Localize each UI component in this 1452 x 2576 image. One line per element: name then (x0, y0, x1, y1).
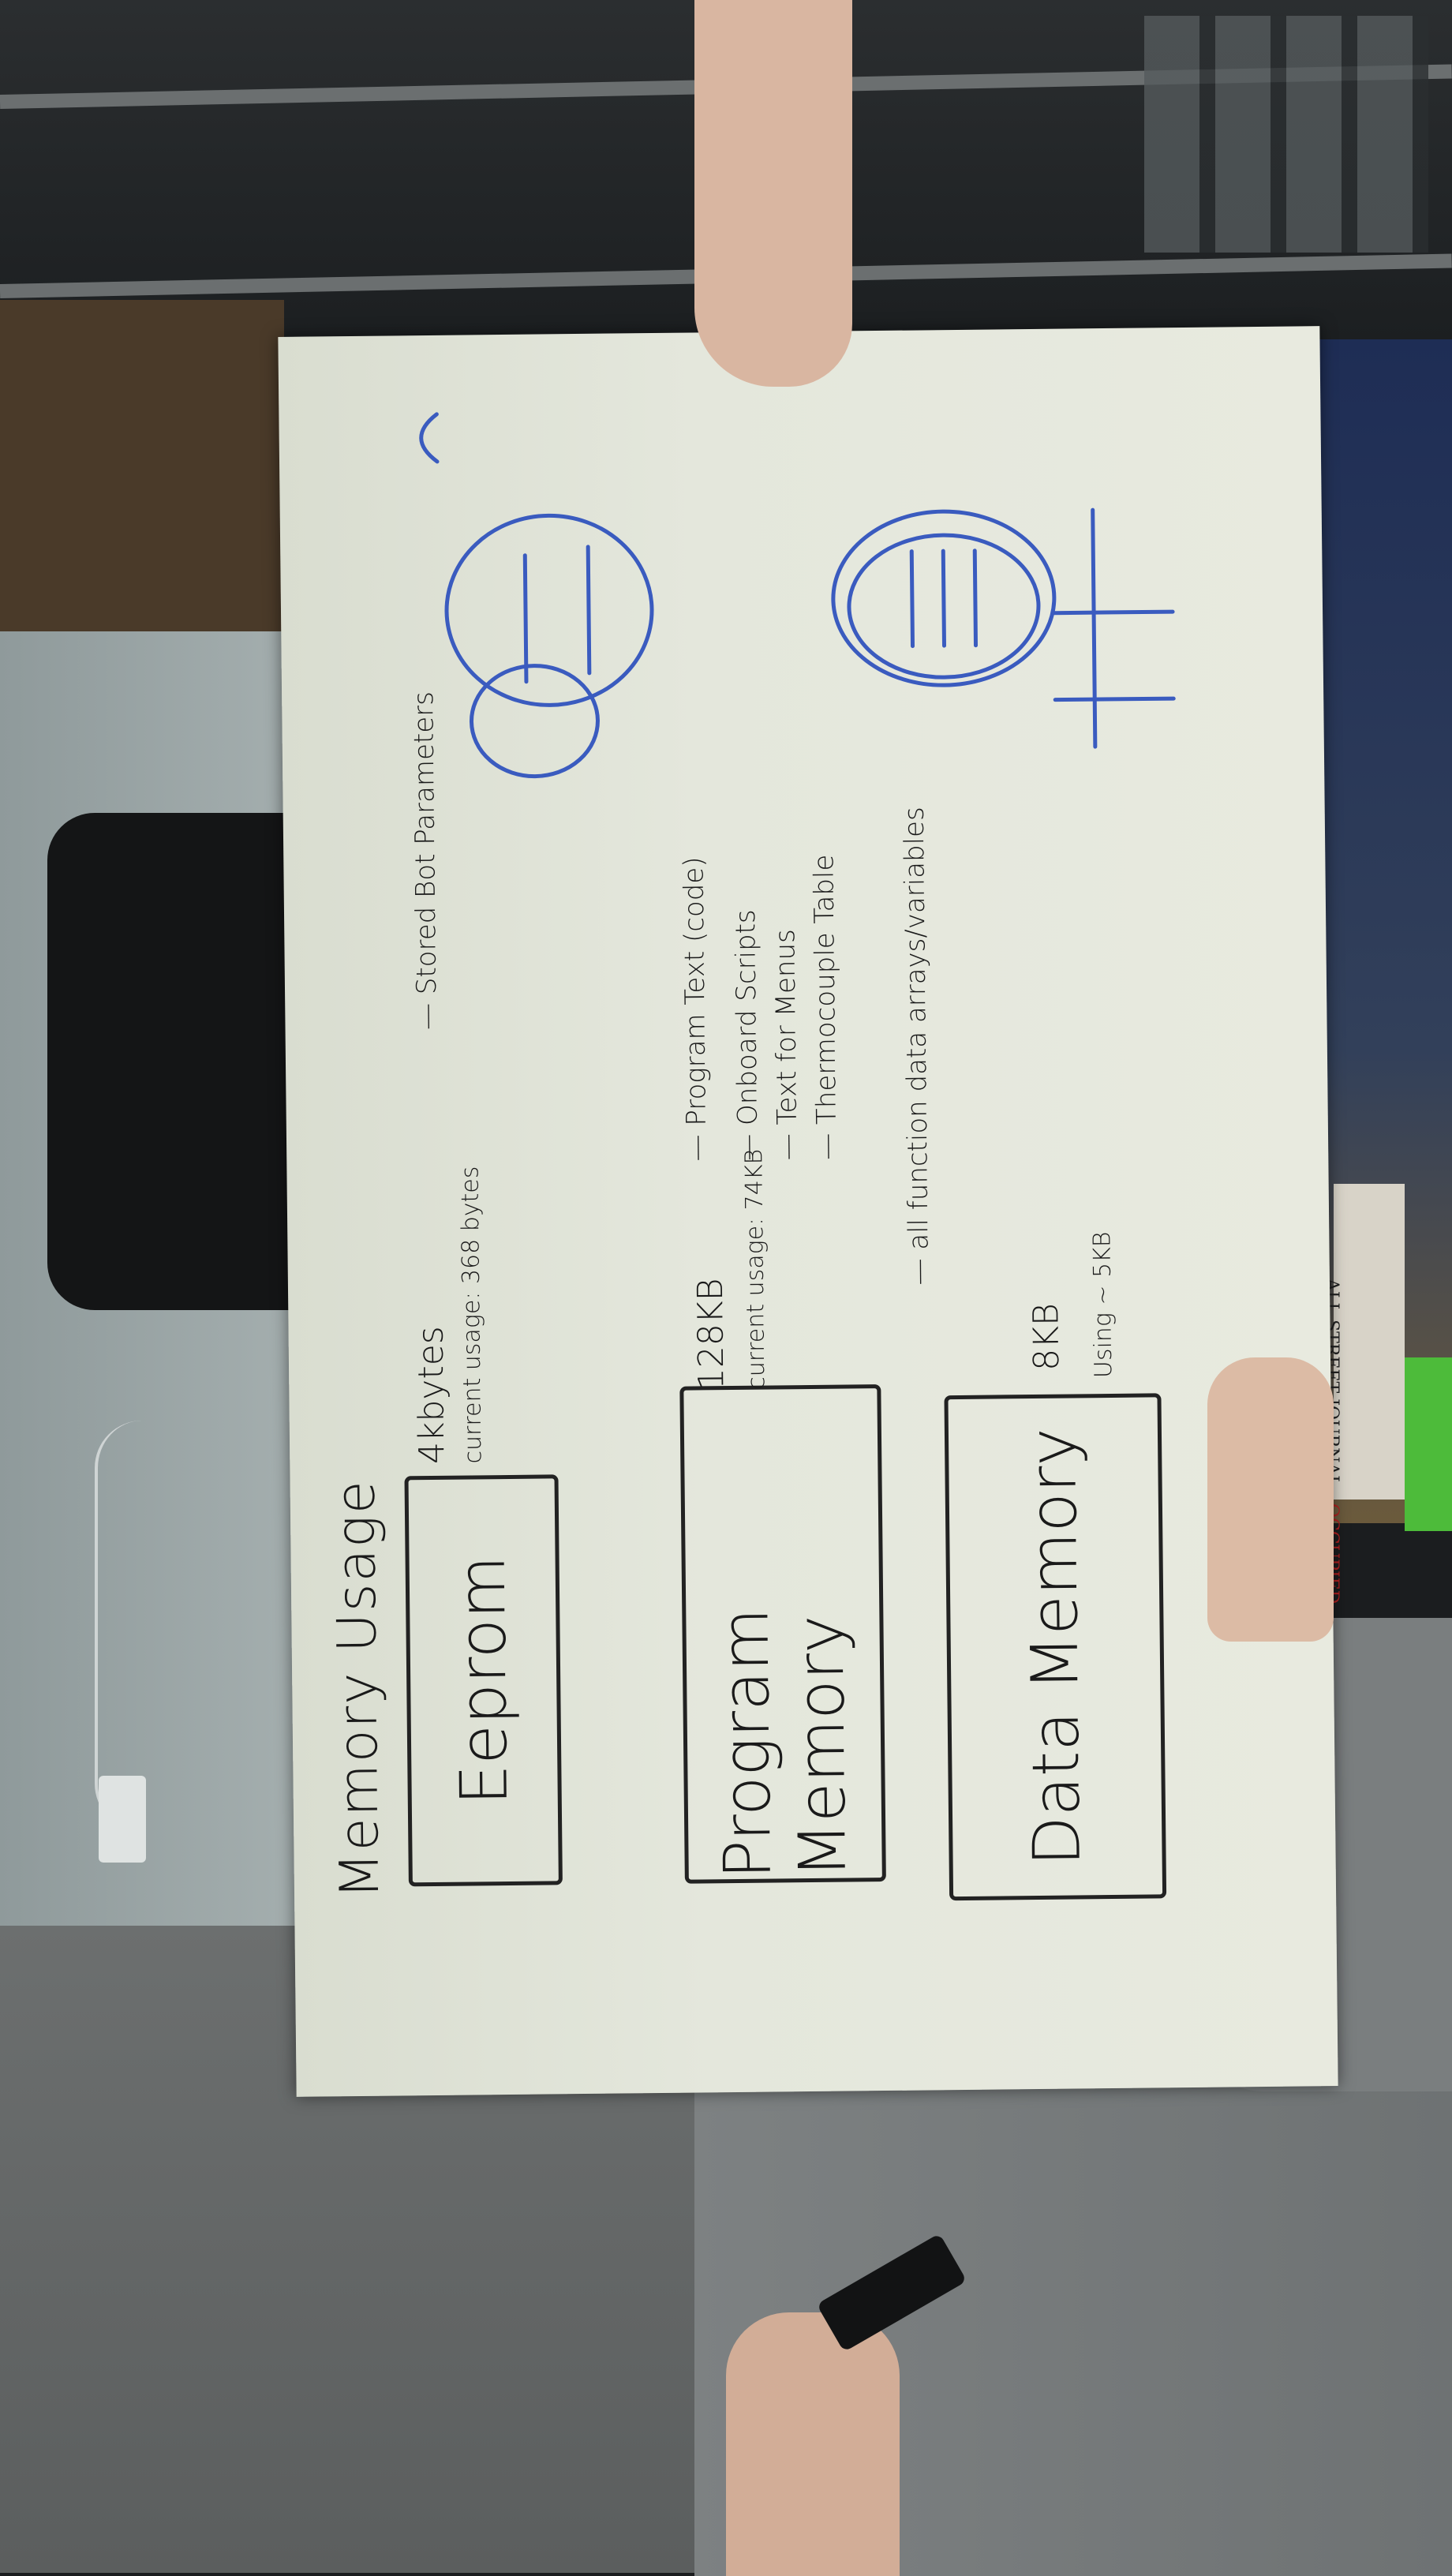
green-object (1405, 1357, 1452, 1531)
eeprom-label: Eeprom (444, 1555, 522, 1806)
program-memory-item: — Thermocouple Table (808, 854, 844, 1160)
program-memory-item: — Program Text (code) (678, 856, 713, 1162)
data-memory-item: — all function data arrays/variables (898, 807, 935, 1286)
program-memory-item: — Onboard Scripts (729, 909, 765, 1161)
cardboard-box (0, 300, 284, 671)
hand-holding-board (694, 0, 852, 387)
blue-doodle (419, 412, 1176, 779)
data-memory-usage: Using ~ 5KB (1088, 1231, 1118, 1379)
whiteboard: Memory Usage Eeprom 4kbytes current usag… (278, 326, 1338, 2097)
board-title: Memory Usage (324, 1478, 392, 1900)
program-memory-item: — Text for Menus (769, 929, 804, 1161)
data-memory-box: Data Memory (944, 1393, 1167, 1901)
eeprom-size: 4kbytes (410, 1326, 453, 1465)
program-memory-usage: current usage: 74KB (740, 1148, 771, 1390)
white-cable (95, 1421, 303, 1831)
storage-bins (1144, 16, 1428, 253)
data-memory-size: 8KB (1026, 1302, 1068, 1372)
program-memory-label: Program Memory (707, 1608, 861, 1880)
hand-holding-phone (726, 2312, 900, 2576)
program-memory-size: 128KB (690, 1278, 732, 1391)
whiteboard-writing: Memory Usage Eeprom 4kbytes current usag… (278, 326, 1338, 2097)
newspaper: ALL STREET JOURNAL OCCUPIED (1322, 1184, 1405, 1604)
data-memory-label: Data Memory (1015, 1427, 1095, 1866)
eeprom-usage: current usage: 368 bytes (456, 1166, 488, 1464)
program-memory-box: Program Memory (679, 1384, 886, 1884)
eeprom-box: Eeprom (404, 1474, 563, 1887)
hand-holding-board (1207, 1357, 1334, 1642)
power-plug (99, 1776, 146, 1863)
